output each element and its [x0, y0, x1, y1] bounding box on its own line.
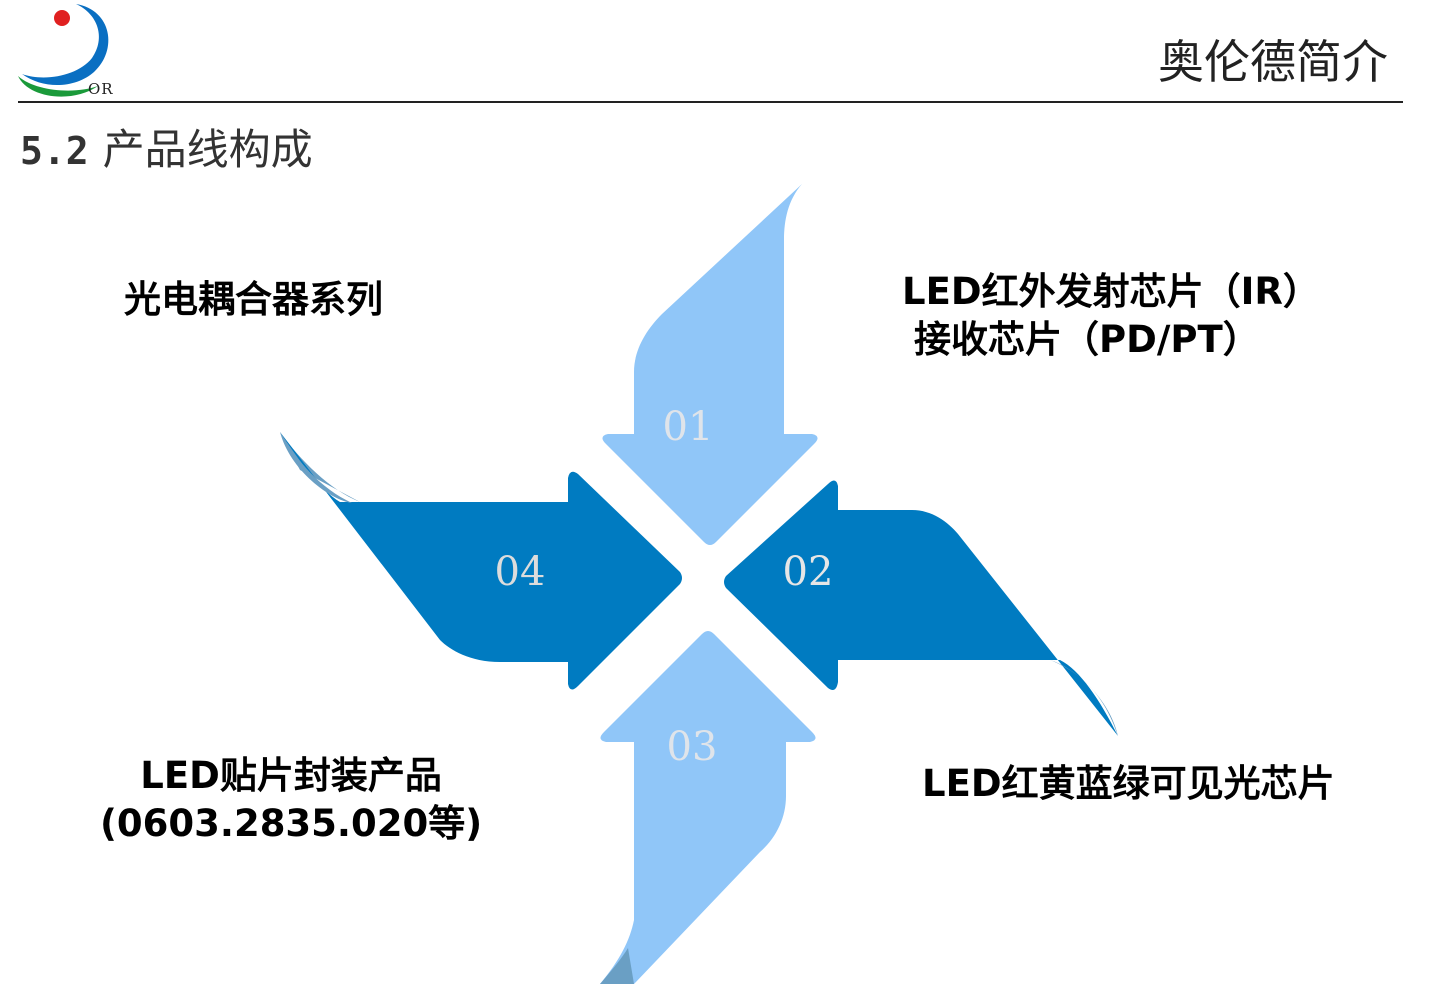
arrow-03-body [600, 631, 816, 984]
header-divider [18, 101, 1403, 103]
logo-red-dot [54, 10, 70, 26]
arrow-02-label: 02 [783, 549, 834, 595]
section-number: 5.2 [20, 129, 89, 173]
product-label-optocoupler: 光电耦合器系列 [124, 276, 383, 324]
arrow-03: 03 [600, 631, 816, 984]
product-label-optocoupler-line1: 光电耦合器系列 [124, 278, 383, 321]
product-label-smd-led-line1: LED贴片封装产品 [140, 754, 442, 797]
section-title: 5.2 产品线构成 [20, 116, 313, 177]
product-label-smd-led-line2: (0603.2835.020等) [100, 802, 483, 845]
product-label-visible-chips: LED红黄蓝绿可见光芯片 [922, 760, 1335, 808]
product-label-ir-chips-line1: LED红外发射芯片（IR） [902, 270, 1320, 313]
arrow-02-body [724, 480, 1118, 736]
arrow-04-label: 04 [495, 549, 546, 595]
product-label-ir-chips: LED红外发射芯片（IR） 接收芯片（PD/PT） [902, 268, 1320, 364]
logo-text: OR [88, 80, 114, 98]
header-title: 奥伦德简介 [1158, 35, 1388, 89]
arrow-01-body [602, 184, 818, 545]
arrow-04-body [280, 432, 682, 690]
arrow-01-label: 01 [663, 404, 714, 450]
section-heading: 产品线构成 [102, 125, 313, 174]
arrow-02: 02 [724, 480, 1118, 736]
product-label-ir-chips-line2: 接收芯片（PD/PT） [914, 318, 1260, 361]
arrow-04: 04 [280, 432, 682, 690]
arrow-03-label: 03 [667, 724, 718, 770]
company-logo [18, 4, 109, 97]
product-label-visible-chips-line1: LED红黄蓝绿可见光芯片 [922, 762, 1335, 805]
product-label-smd-led: LED贴片封装产品 (0603.2835.020等) [100, 752, 482, 848]
logo-blue-swoosh [22, 4, 109, 86]
arrow-01: 01 [602, 184, 818, 545]
logo-green-swoosh [18, 76, 98, 97]
